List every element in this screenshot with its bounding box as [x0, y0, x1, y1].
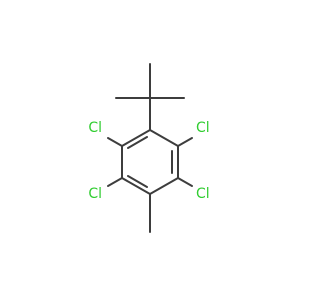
atom-label-cl-bottom-right: Cl: [196, 186, 210, 202]
bond-cl-bottom-left: [107, 177, 123, 187]
ring-bond-4: [121, 177, 151, 195]
tert-butyl-group: [115, 63, 185, 131]
ring-bond-1: [149, 129, 179, 147]
molecule-structure: Cl Cl Cl Cl: [88, 63, 210, 233]
bond-cl-top-right: [177, 137, 193, 147]
ring-bond-3: [149, 177, 179, 195]
atom-label-cl-bottom-left: Cl: [88, 186, 102, 202]
bond-cl-bottom-right: [177, 177, 193, 187]
ring-double-bond-bottom-left: [127, 175, 148, 188]
benzene-ring: [121, 129, 179, 195]
ring-double-bond-top-left: [127, 136, 148, 149]
substituent-bonds: [107, 137, 193, 233]
atom-label-cl-top-left: Cl: [88, 120, 102, 136]
atom-label-cl-top-right: Cl: [196, 120, 210, 136]
ring-bond-6: [121, 129, 151, 147]
bond-cl-top-left: [107, 137, 123, 147]
